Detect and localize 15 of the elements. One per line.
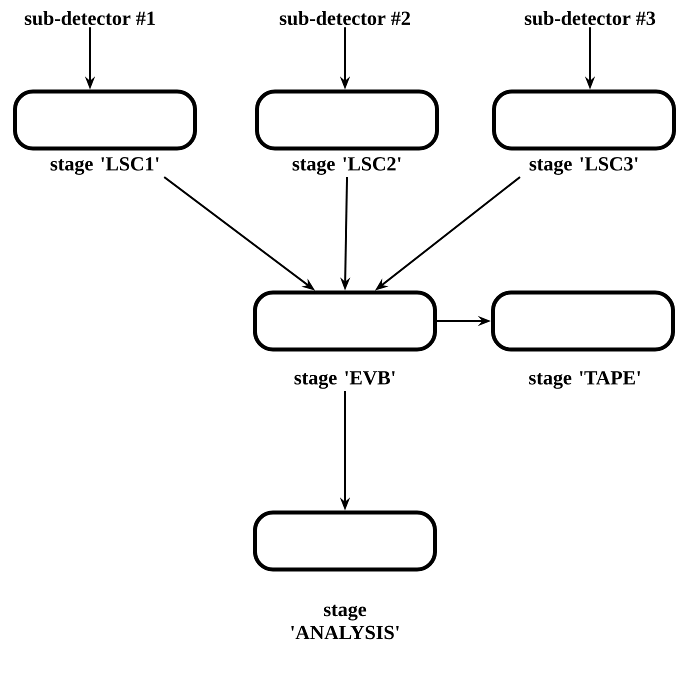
stage-label: stage 'ANALYSIS' — [291, 604, 399, 640]
source-label: sub-detector #1 — [24, 10, 155, 26]
stage-box — [13, 90, 197, 150]
stage-box — [492, 90, 676, 150]
stage-box — [253, 290, 437, 352]
source-label: sub-detector #2 — [280, 10, 410, 26]
source-label: sub-detector #3 — [524, 10, 656, 26]
stage-label: stage 'LSC3' — [530, 157, 638, 175]
stage-label: stage 'LSC2' — [292, 157, 400, 175]
stage-box — [255, 90, 439, 150]
stage-label: stage 'LSC1' — [50, 157, 158, 175]
stage-box — [491, 290, 675, 352]
stage-label: stage 'TAPE' — [529, 371, 640, 389]
stage-box — [253, 510, 437, 572]
stage-label: stage 'EVB' — [294, 371, 395, 389]
